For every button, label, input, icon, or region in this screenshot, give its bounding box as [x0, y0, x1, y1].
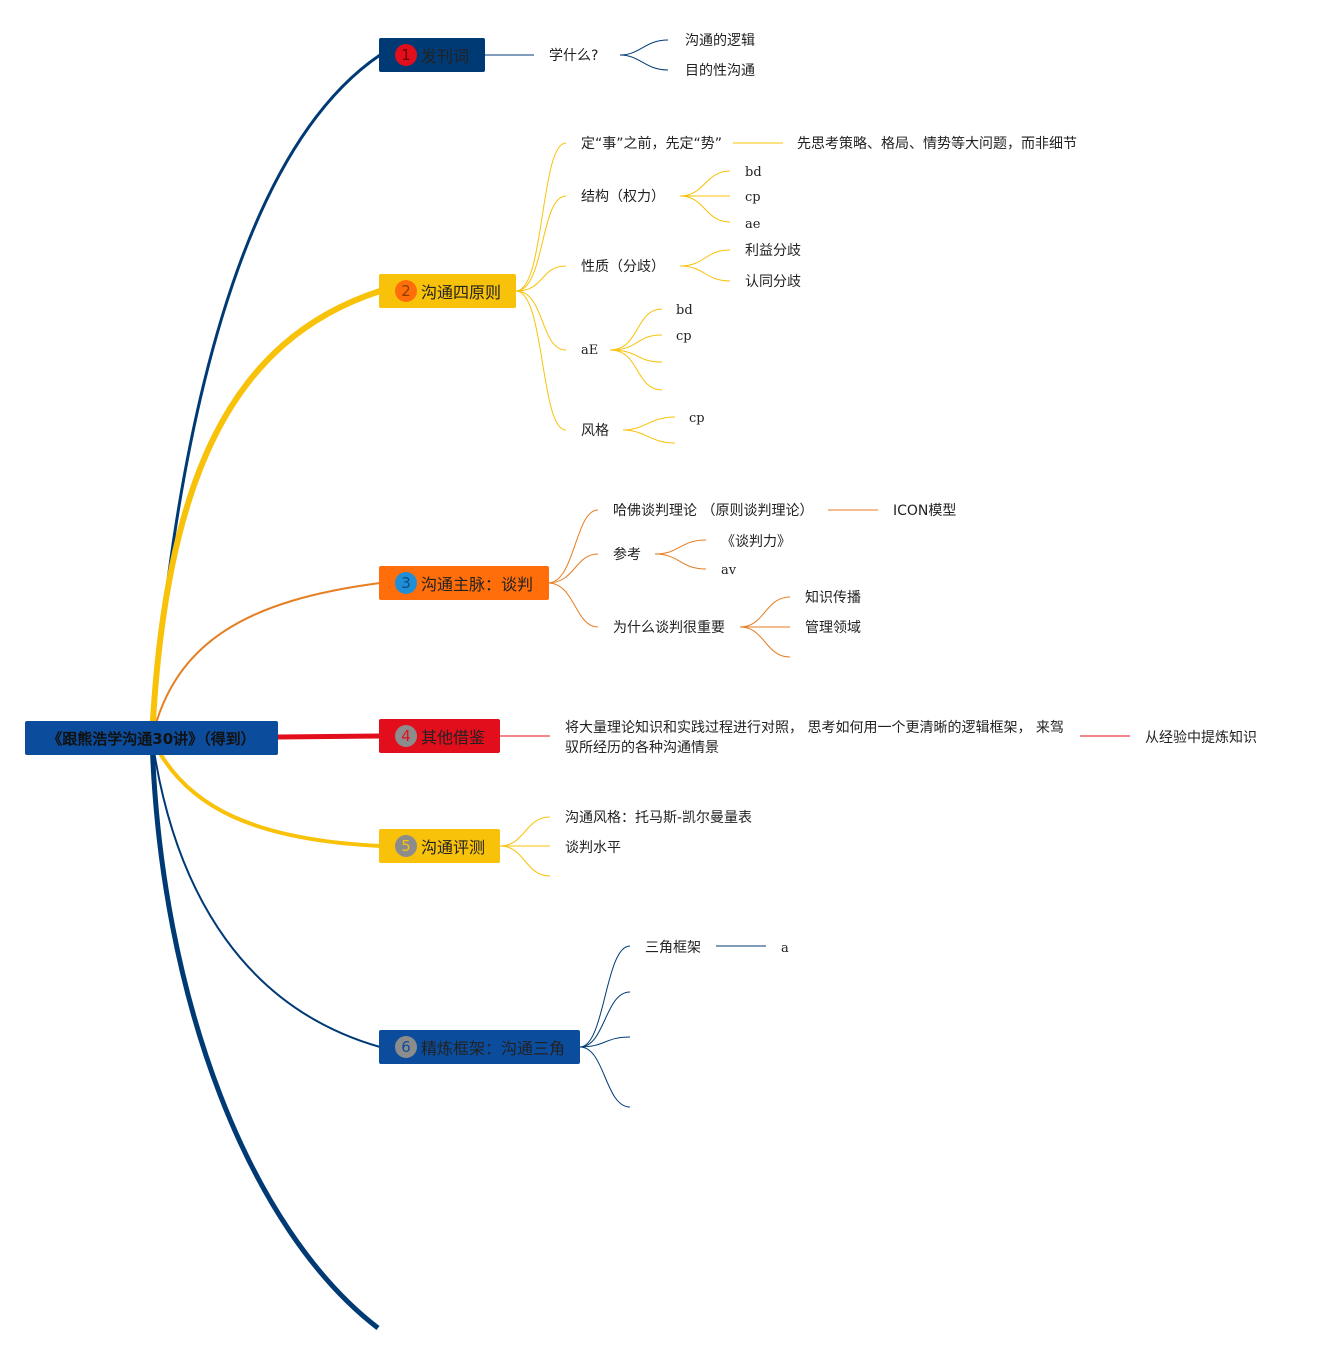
topic-tilian[interactable]: 从经验中提炼知识 [1145, 730, 1257, 746]
topic-hafo[interactable]: 哈佛谈判理论 （原则谈判理论） [613, 503, 814, 519]
topic-tanpan-shuiping[interactable]: 谈判水平 [565, 840, 621, 856]
branch-node-6[interactable]: 6 精炼框架：沟通三角 [379, 1030, 580, 1064]
topic-ae-cp[interactable]: cp [676, 329, 692, 344]
branch-label-5: 沟通评测 [421, 838, 486, 857]
b3-lines [547, 509, 878, 658]
branch-number-3: 3 [395, 572, 417, 594]
root-node[interactable]: 《跟熊浩学沟通30讲》（得到） [25, 721, 278, 755]
topic-a[interactable]: a [781, 941, 789, 956]
topic-jiegou[interactable]: 结构（权力） [581, 189, 665, 205]
topic-fengge-cp[interactable]: cp [689, 411, 705, 426]
topic-goutong-luoji[interactable]: 沟通的逻辑 [685, 33, 755, 49]
topic-jiegou-ae[interactable]: ae [745, 217, 761, 232]
root-label: 《跟熊浩学沟通30讲》（得到） [47, 729, 256, 748]
topic-icon-model[interactable]: ICON模型 [893, 503, 957, 519]
topic-goutong-fengge[interactable]: 沟通风格：托马斯-凯尔曼量表 [565, 810, 753, 826]
topic-dingshi[interactable]: 定“事”之前，先定“势” [581, 136, 723, 152]
topic-rentong-fenqi[interactable]: 认同分歧 [745, 274, 801, 290]
b2-lines [515, 142, 783, 444]
branch-label-6: 精炼框架：沟通三角 [421, 1039, 566, 1058]
topic-ae-bd[interactable]: bd [676, 303, 693, 318]
topic-xue-shen-me[interactable]: 学什么? [549, 48, 599, 64]
branch-node-5[interactable]: 5 沟通评测 [379, 829, 500, 863]
branch-label-2: 沟通四原则 [421, 283, 502, 302]
branch-number-6: 6 [395, 1036, 417, 1058]
trunk-tail [149, 737, 380, 1330]
topic-fengge[interactable]: 风格 [581, 423, 609, 439]
branch-label-4: 其他借鉴 [421, 728, 486, 747]
topic-guanli-lingyu[interactable]: 管理领域 [805, 620, 861, 636]
branch-node-2[interactable]: 2 沟通四原则 [379, 274, 516, 308]
b5-lines [499, 816, 551, 877]
branch-label-1: 发刊词 [421, 47, 470, 66]
branch-number-1: 1 [395, 44, 417, 66]
trunk-branch-2 [149, 288, 381, 739]
topic-sanjiao-kuangjia[interactable]: 三角框架 [645, 940, 701, 956]
trunk-branch-6 [151, 737, 381, 1048]
topic-tanpanli[interactable]: 《谈判力》 [721, 534, 791, 550]
trunk-branch-4 [277, 733, 381, 740]
topic-av[interactable]: av [721, 563, 737, 578]
b1-fan [619, 39, 669, 71]
branch-node-1[interactable]: 1 发刊词 [379, 38, 485, 72]
topic-liyi-fenqi[interactable]: 利益分歧 [745, 243, 801, 259]
branch-label-3: 沟通主脉：谈判 [421, 575, 534, 594]
branch-number-2: 2 [395, 280, 417, 302]
topic-ae-node[interactable]: aE [581, 343, 599, 358]
trunk-branch-5 [150, 737, 381, 848]
topic-cankao[interactable]: 参考 [613, 547, 641, 563]
branch-number-4: 4 [395, 725, 417, 747]
topic-jiegou-cp[interactable]: cp [745, 190, 761, 205]
topic-duizhao[interactable]: 将大量理论知识和实践过程进行对照， 思考如何用一个更清晰的逻辑框架， 来驾驭所经… [565, 720, 1064, 756]
topic-jiegou-bd[interactable]: bd [745, 165, 762, 180]
trunk-branch-1 [150, 53, 381, 739]
branch-node-4[interactable]: 4 其他借鉴 [379, 719, 500, 753]
trunk-branch-3 [151, 582, 381, 739]
topic-weishenme[interactable]: 为什么谈判很重要 [613, 620, 725, 636]
topic-zhishi-chuanbo[interactable]: 知识传播 [805, 590, 861, 606]
branch-node-3[interactable]: 3 沟通主脉：谈判 [379, 566, 549, 600]
branch-number-5: 5 [395, 835, 417, 857]
topic-xingzhi[interactable]: 性质（分歧） [581, 259, 665, 275]
topic-dingshi-detail[interactable]: 先思考策略、格局、情势等大问题，而非细节 [797, 136, 1077, 152]
b6-lines [579, 945, 766, 1108]
topic-mudi-goutong[interactable]: 目的性沟通 [685, 63, 755, 79]
